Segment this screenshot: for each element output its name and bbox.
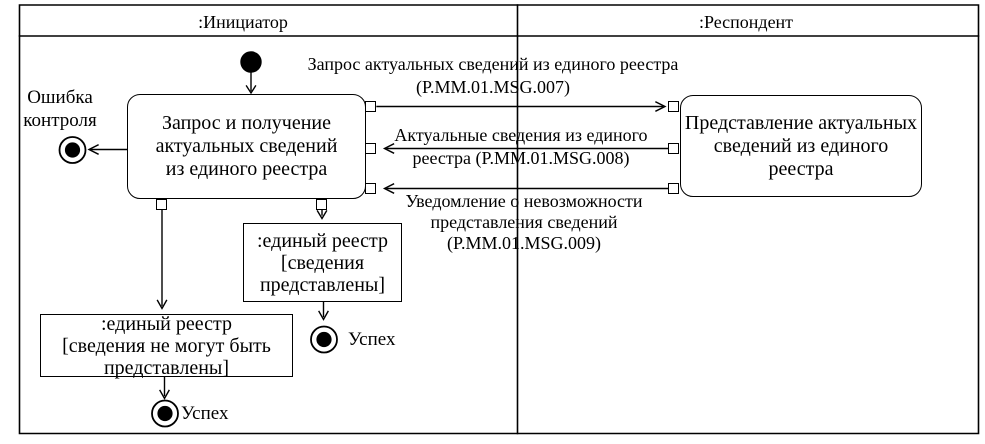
flow-to-object-provided bbox=[318, 210, 327, 219]
success-label-right: Успех bbox=[348, 329, 396, 350]
flow-error-to-final bbox=[89, 145, 127, 154]
activity-provide-information: Представление актуальных сведений из еди… bbox=[680, 95, 922, 197]
flow-request-message bbox=[377, 102, 665, 111]
flow-to-object-not-provided bbox=[158, 210, 167, 309]
error-final-label: Ошибка контроля bbox=[23, 87, 97, 131]
pin-out-notice bbox=[668, 183, 679, 194]
pin-out-request bbox=[365, 101, 376, 112]
final-node-error bbox=[60, 137, 86, 163]
pin-out-not-provided bbox=[156, 199, 167, 210]
initial-node bbox=[241, 52, 261, 93]
flow-object-provided-to-final bbox=[319, 302, 328, 320]
lane-header-respondent: :Респондент bbox=[698, 12, 794, 32]
pin-out-response bbox=[668, 143, 679, 154]
object-node-provided: :единый реестр [сведения представлены] bbox=[243, 223, 402, 302]
lane-header-initiator: :Инициатор bbox=[198, 12, 288, 32]
activity-request-and-receive: Запрос и получение актуальных сведений и… bbox=[127, 94, 366, 199]
pin-in-request bbox=[668, 101, 679, 112]
pin-in-notice bbox=[365, 183, 376, 194]
flow-object-not-provided-to-final bbox=[160, 378, 169, 399]
message-label-notice: Уведомление о невозможности представлени… bbox=[405, 191, 643, 253]
diagram-frame bbox=[20, 5, 979, 434]
pin-out-provided bbox=[316, 199, 327, 210]
final-node-success-left bbox=[152, 401, 178, 427]
message-label-request: Запрос актуальных сведений из единого ре… bbox=[307, 54, 679, 97]
pin-in-response bbox=[365, 143, 376, 154]
flow-response-message bbox=[385, 144, 669, 153]
flow-notice-message bbox=[385, 184, 669, 193]
message-label-response: Актуальные сведения из единого реестра (… bbox=[394, 125, 648, 168]
object-node-not-provided: :единый реестр [сведения не могут быть п… bbox=[40, 313, 293, 379]
success-label-left: Успех bbox=[181, 403, 229, 424]
final-node-success-right bbox=[311, 327, 337, 353]
